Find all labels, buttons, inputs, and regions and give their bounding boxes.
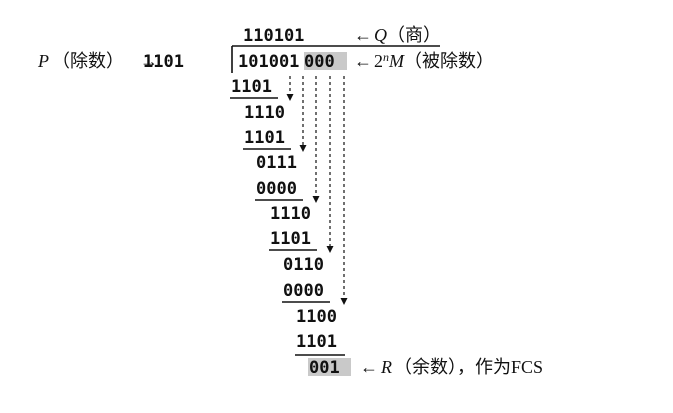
step-4: 0111: [256, 153, 297, 173]
step-8: 0110: [283, 255, 324, 275]
divisor-value: 1101: [143, 52, 184, 72]
divisor-arrow: →: [140, 51, 158, 71]
step-2: 1110: [244, 103, 285, 123]
divisor-note: （除数）: [52, 51, 124, 71]
appended-zeros-highlight: [304, 52, 347, 70]
divisor-symbol: P: [37, 51, 49, 71]
quotient-arrow: ←: [354, 25, 372, 45]
bring-down-arrowhead-3: [312, 196, 320, 203]
bring-down-arrowhead-1: [286, 94, 294, 101]
remainder-note: （余数），作为FCS: [394, 357, 543, 377]
dividend-note: （被除数）: [404, 51, 494, 71]
quotient-value: 110101: [243, 26, 304, 46]
dividend-appended-zeros: 000: [304, 52, 335, 72]
remainder-arrow: ←: [360, 357, 378, 377]
step-3: 1101: [244, 128, 285, 148]
dividend-bits: 101001: [238, 52, 299, 72]
remainder-highlight: [308, 358, 351, 376]
step-5: 0000: [256, 179, 297, 199]
step-7: 1101: [270, 229, 311, 249]
dividend-expr-prefix: 2: [374, 51, 383, 71]
dividend-expr-var: M: [388, 51, 405, 71]
step-1: 1101: [231, 77, 272, 97]
bring-down-arrowhead-4: [326, 246, 334, 253]
bring-down-arrowhead-5: [340, 298, 348, 305]
dividend-expr-power: n: [383, 50, 389, 64]
step-6: 1110: [270, 204, 311, 224]
dividend-expression: 2nM（被除数）: [374, 50, 494, 71]
quotient-symbol: Q: [374, 25, 387, 45]
step-9: 0000: [283, 281, 324, 301]
bring-down-arrowhead-2: [299, 145, 307, 152]
remainder-value: 001: [309, 358, 340, 378]
step-10: 1100: [296, 307, 337, 327]
dividend-arrow: ←: [354, 51, 372, 71]
step-11: 1101: [296, 332, 337, 352]
quotient-note: （商）: [387, 25, 441, 45]
remainder-symbol: R: [380, 357, 392, 377]
